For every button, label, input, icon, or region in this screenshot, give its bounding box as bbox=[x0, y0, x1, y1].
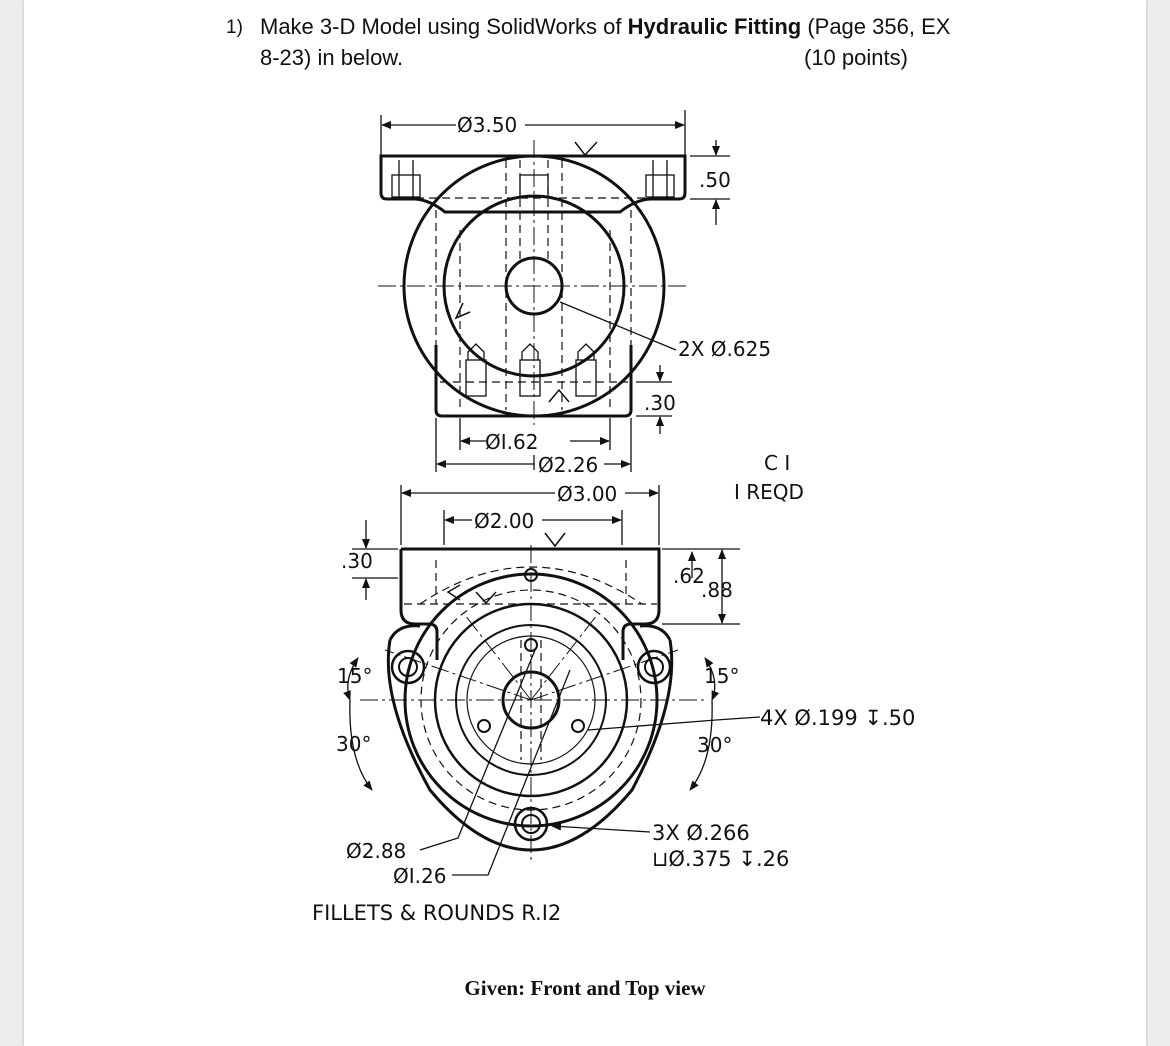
dim-top-350: Ø3.50 bbox=[457, 113, 517, 137]
angle-left-15: 15° bbox=[337, 664, 372, 688]
top-view bbox=[378, 140, 690, 425]
dim-top-162: ØI.62 bbox=[485, 430, 538, 454]
dim-front-288: Ø2.88 bbox=[346, 839, 406, 863]
dim-front-126: ØI.26 bbox=[393, 864, 446, 888]
dim-top-226: Ø2.26 bbox=[538, 453, 598, 477]
dim-top-300: Ø3.00 bbox=[557, 482, 617, 506]
dim-front-030: .30 bbox=[341, 549, 373, 573]
top-view-flange bbox=[379, 154, 687, 214]
material-label: C I bbox=[764, 451, 790, 475]
quantity-label: I REQD bbox=[734, 480, 804, 504]
question-number: 1) bbox=[226, 17, 243, 38]
part-name: Hydraulic Fitting bbox=[627, 14, 802, 39]
angle-right-30: 30° bbox=[697, 733, 732, 757]
dim-front-200: Ø2.00 bbox=[474, 509, 534, 533]
note-3x-holes-line1: 3X Ø.266 bbox=[652, 821, 750, 845]
note-4x-holes: 4X Ø.199 ↧.50 bbox=[760, 706, 915, 730]
dim-top-050: .50 bbox=[699, 168, 731, 192]
dim-front-088: .88 bbox=[701, 578, 733, 602]
dim-front-062: .62 bbox=[673, 564, 705, 588]
dim-hole-2x: 2X Ø.625 bbox=[678, 337, 771, 361]
dim-top-030: .30 bbox=[644, 391, 676, 415]
question-line-1: Make 3-D Model using SolidWorks of Hydra… bbox=[260, 14, 951, 39]
note-3x-holes-line2: ⊔Ø.375 ↧.26 bbox=[652, 847, 789, 871]
front-view-block bbox=[399, 547, 661, 660]
question-line-2: 8-23) in below. bbox=[260, 45, 404, 70]
angle-left-30: 30° bbox=[336, 732, 371, 756]
front-view bbox=[360, 532, 705, 860]
angle-right-15: 15° bbox=[704, 664, 739, 688]
fillets-note: FILLETS & ROUNDS R.I2 bbox=[312, 901, 561, 925]
points-label: (10 points) bbox=[804, 45, 908, 70]
caption: Given: Front and Top view bbox=[464, 976, 706, 1000]
document-page bbox=[24, 0, 1146, 1046]
